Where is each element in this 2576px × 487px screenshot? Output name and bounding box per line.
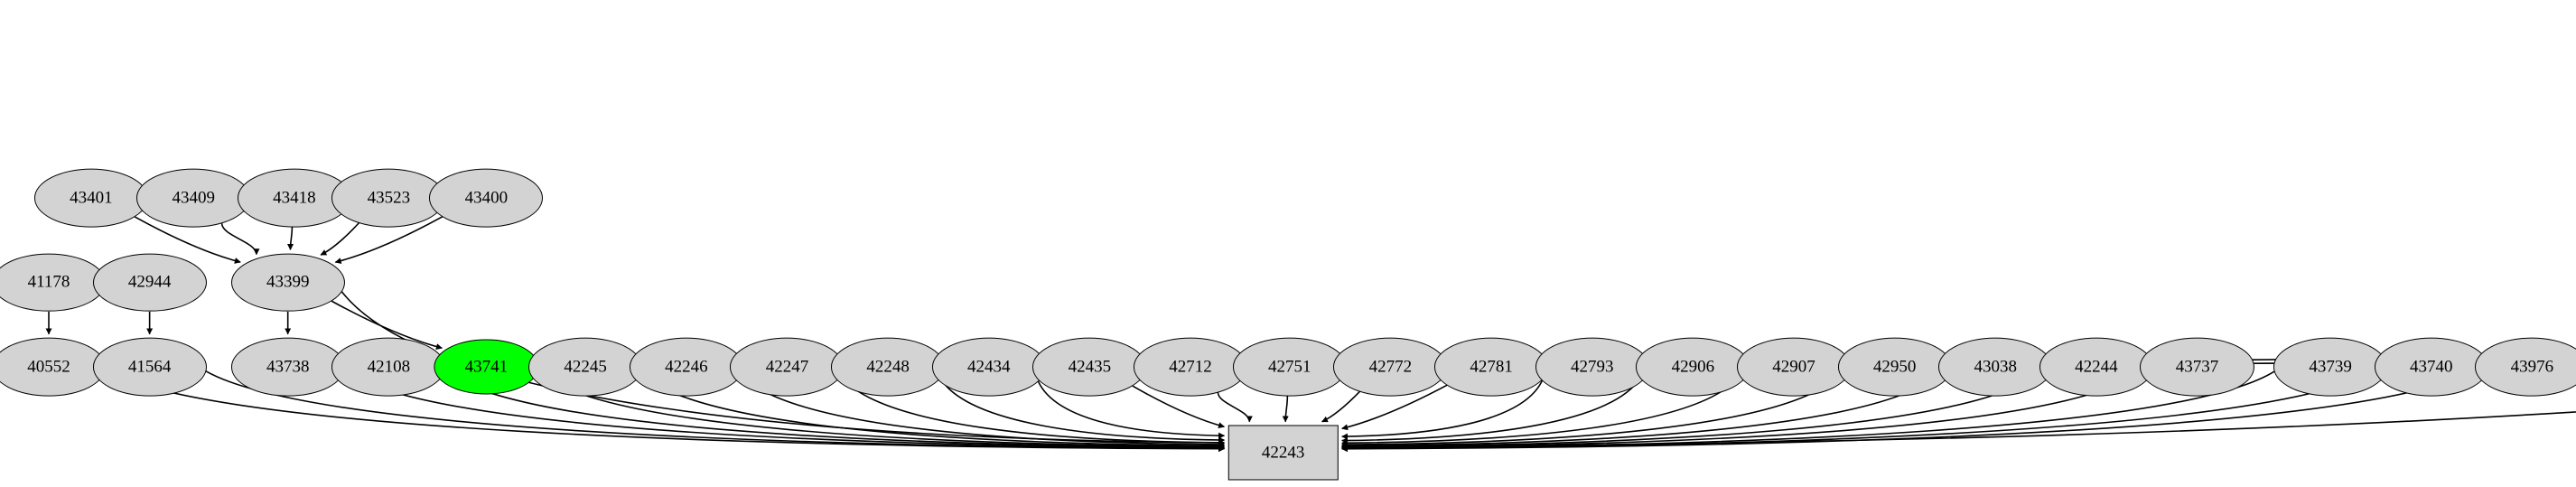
node-label: 42244 (2075, 357, 2118, 377)
graph-node-42950[interactable]: 42950 (1837, 337, 1952, 397)
graph-node-43740[interactable]: 43740 (2374, 337, 2488, 397)
graph-node-42435[interactable]: 42435 (1032, 337, 1147, 397)
node-label: 42906 (1671, 357, 1715, 377)
graph-node-42772[interactable]: 42772 (1333, 337, 1448, 397)
graph-edge-43418-to-43399 (286, 227, 294, 251)
graph-node-43739[interactable]: 43739 (2273, 337, 2388, 397)
graph-node-42244[interactable]: 42244 (2039, 337, 2153, 397)
graph-node-43400[interactable]: 43400 (429, 168, 544, 228)
node-label: 43523 (367, 188, 411, 208)
graph-edge-42906-to-42243 (1341, 377, 1641, 445)
node-label: 42772 (1368, 357, 1413, 377)
graph-node-42245[interactable]: 42245 (528, 337, 643, 397)
graph-node-43409[interactable]: 43409 (136, 168, 251, 228)
graph-node-43399[interactable]: 43399 (230, 253, 345, 312)
graph-node-42434[interactable]: 42434 (931, 337, 1046, 397)
node-label: 42246 (665, 357, 708, 377)
graph-edge-43399-to-43741 (331, 300, 443, 351)
node-label: 42247 (765, 357, 809, 377)
graph-edge-42751-to-42243 (1282, 396, 1289, 423)
node-label: 43741 (464, 357, 509, 377)
node-label: 43399 (266, 273, 310, 293)
graph-node-41564[interactable]: 41564 (92, 337, 207, 397)
node-label: 42907 (1772, 357, 1815, 377)
graph-node-42246[interactable]: 42246 (629, 337, 743, 397)
graph-node-42108[interactable]: 42108 (331, 337, 446, 397)
graph-edge-42793-to-42243 (1341, 380, 1544, 440)
graph-edge-42781-to-42243 (1341, 384, 1448, 431)
node-label: 41564 (127, 357, 172, 377)
graph-edge-42082-to-42243 (1341, 411, 2576, 451)
graph-edge-42434-to-42243 (1037, 380, 1226, 439)
node-label: 42248 (866, 357, 910, 377)
node-label: 43038 (1974, 357, 2017, 377)
node-label: 42245 (564, 357, 607, 377)
graph-node-41178[interactable]: 41178 (0, 253, 107, 312)
graph-node-43418[interactable]: 43418 (237, 168, 351, 228)
graph-edge-42248-to-42243 (939, 378, 1226, 444)
graph-node-43738[interactable]: 43738 (230, 337, 345, 397)
graph-node-40552[interactable]: 40552 (0, 337, 107, 397)
graph-node-42907[interactable]: 42907 (1736, 337, 1851, 397)
graph-edge-40857-to-42244 (2154, 352, 2576, 364)
graph-node-43401[interactable]: 43401 (33, 168, 148, 228)
graph-node-43038[interactable]: 43038 (1938, 337, 2053, 397)
graph-node-43741[interactable]: 43741 (434, 339, 538, 395)
graph-edge-43523-to-43399 (320, 222, 359, 256)
graph-node-43976[interactable]: 43976 (2475, 337, 2576, 397)
node-label: 42793 (1570, 357, 1614, 377)
node-label: 43739 (2309, 357, 2352, 377)
node-label: 42751 (1268, 357, 1311, 377)
graph-edge-43409-to-43399 (220, 223, 260, 256)
graph-edge-42247-to-42243 (840, 375, 1226, 446)
node-label: 43418 (273, 188, 316, 208)
node-label: 43401 (70, 188, 113, 208)
graph-edge-42712-to-42243 (1217, 392, 1253, 423)
node-label: 42712 (1169, 357, 1212, 377)
graph-node-42247[interactable]: 42247 (730, 337, 845, 397)
node-label: 43409 (172, 188, 216, 208)
graph-node-42793[interactable]: 42793 (1535, 337, 1649, 397)
node-label: 42944 (127, 273, 172, 293)
graph-node-43523[interactable]: 43523 (331, 168, 446, 228)
graph-edge-42108-to-42243 (443, 371, 1226, 451)
node-label: 42781 (1470, 357, 1513, 377)
node-label: 43738 (266, 357, 310, 377)
graph-node-42944[interactable]: 42944 (92, 253, 207, 312)
graph-node-42781[interactable]: 42781 (1434, 337, 1549, 397)
node-label: 43976 (2510, 357, 2554, 377)
node-label: 42243 (1261, 443, 1305, 463)
graph-node-42751[interactable]: 42751 (1232, 337, 1347, 397)
graph-edge-43976-to-42243 (1341, 370, 2477, 453)
graph-edge-42435-to-42243 (1132, 385, 1226, 429)
graph-edge-42907-to-42243 (1341, 375, 1741, 446)
graph-edge-43400-to-43399 (334, 216, 443, 265)
graph-edge-43401-to-43399 (134, 216, 241, 264)
node-label: 41178 (27, 273, 70, 293)
node-label: 40552 (27, 357, 70, 377)
graph-node-43737[interactable]: 43737 (2140, 337, 2254, 397)
node-label: 42434 (966, 357, 1011, 377)
graph-node-42243[interactable]: 42243 (1227, 425, 1339, 481)
node-label: 42950 (1872, 357, 1917, 377)
node-label: 43740 (2410, 357, 2453, 377)
node-label: 43400 (464, 188, 509, 208)
node-label: 42435 (1068, 357, 1112, 377)
graph-node-42906[interactable]: 42906 (1636, 337, 1750, 397)
graph-node-42712[interactable]: 42712 (1133, 337, 1247, 397)
graph-node-42248[interactable]: 42248 (831, 337, 946, 397)
node-label: 43737 (2175, 357, 2219, 377)
node-label: 42108 (367, 357, 411, 377)
graph-edge-42772-to-42243 (1321, 390, 1361, 423)
